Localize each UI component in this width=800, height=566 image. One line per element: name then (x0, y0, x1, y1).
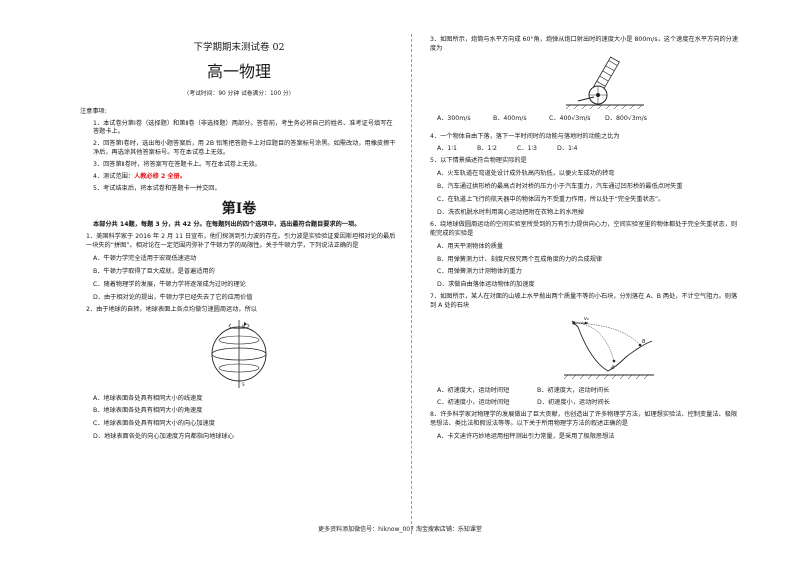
question-1-stem: 1．美国科学家于 2016 年 2 月 11 日宣布，他们探测到引力波的存在。引… (86, 233, 396, 250)
question-1-option-c: C．随着物理学的发展，牛顿力学将逐渐成为过时的理论 (93, 280, 246, 288)
question-2-option-a: A．地球表面各处具有相同大小的线速度 (93, 394, 203, 402)
exam-title: 高一物理 (206, 62, 271, 81)
volume-title: 第Ⅰ卷 (221, 200, 257, 217)
question-2-option-b: B．地球表面各处具有相同大小的角速度 (93, 407, 203, 415)
label-point-a: A (610, 365, 615, 371)
question-2-option-d: D．地球表面各处的向心加速度方向都指向地球球心 (93, 433, 234, 441)
right-column: 3．如图所示，炮筒与水平方向成 60°角，炮弹从炮口射出时的速度大小是 800m… (424, 36, 742, 441)
question-6-option-d: D．求做自由落体运动物体的加速度 (437, 281, 535, 289)
section-instruction: 本部分共 14题，每题 3 分，共 42 分。在每题列出的四个选项中，选出最符合… (93, 221, 361, 229)
question-2-option-c: C．地球表面各处具有相同大小的向心加速度 (93, 420, 215, 428)
question-4-options: A．1∶1 B．1∶2 C．1∶3 D．1∶4 (424, 145, 742, 154)
question-8-stem: 8．许多科学家对物理学的发展做出了巨大贡献，也创造出了许多物理学方法，如理想实验… (430, 411, 738, 427)
svg-text:S: S (242, 382, 245, 387)
question-4-stem: 4．一个物体自由下落，落下一半时间时的动能与落地时的动能之比为 (430, 132, 620, 140)
left-column: 下学期期末测试卷 02 高一物理 （考试时间：90 分钟 试卷满分：100 分）… (80, 36, 398, 442)
exam-subtitle: 下学期期末测试卷 02 (193, 42, 285, 53)
question-7-option-a: A．初速度大，运动时间短 (437, 386, 510, 394)
question-7-options-row-2: C．初速度小，运动时间短 D．初速度小，运动时间长 (424, 399, 742, 408)
question-3-option-d: D．800√3m/s (605, 115, 647, 123)
question-7-option-b: B．初速度大，运动时间长 (537, 386, 610, 394)
question-2-stem: 2．由于地球的自转，地球表面上各点均做匀速圆周运动，所以 (86, 305, 257, 313)
question-6-option-c: C．用弹簧测力计测物体的重力 (437, 268, 522, 276)
earth-rotation-figure: N S (211, 320, 267, 389)
notice-item-5: 5．考试结束后，将本试卷和答题卡一并交回。 (93, 185, 221, 193)
question-6-option-b: B．用弹簧测力计、刻度尺探究两个互成角度的力的合成规律 (437, 255, 603, 263)
label-point-b: B (642, 339, 646, 345)
question-6-stem: 6．绕地球做圆周运动的空间实验室所受到的万有引力提供向心力，空间实验室里的物体都… (430, 221, 738, 237)
notice-item-4-prefix: 4．测试范围： (93, 173, 135, 181)
question-5-option-c: C．在轨道上飞行的航天器中的物体因为不受重力作用，所以处于“完全失重状态”。 (437, 196, 665, 204)
notice-heading: 注意事项: (80, 107, 107, 115)
label-v0: v₀ (584, 316, 589, 322)
svg-text:N: N (242, 324, 245, 329)
notice-item-2: 2．回答第Ⅰ卷时，选出每小题答案后，用 2B 铅笔把答题卡上对应题目的答案标号涂… (93, 140, 396, 156)
question-1-option-a: A．牛顿力学完全适用于宏观低速运动 (93, 254, 197, 262)
question-3-stem: 3．如图所示，炮筒与水平方向成 60°角，炮弹从炮口射出时的速度大小是 800m… (430, 36, 739, 52)
question-7-stem: 7．如图所示，某人在対面的山坡上水平抛出两个质量不等的小石块，分别落在 A、B … (430, 293, 738, 309)
question-4-option-c: C．1∶3 (517, 145, 537, 153)
question-8-option-a: A．卡文迪许巧妙地运用扭秤测出引力常量，是采用了极限思想法 (437, 432, 615, 440)
question-3-option-b: B．400m/s (493, 115, 527, 123)
question-5-option-b: B．汽车通过拱形桥的最高点时对桥的压力小于汽车重力，汽车通过凹形桥的最低点时失重 (437, 183, 683, 191)
question-5-option-d: D．洗衣机脱水时利用离心运动把附在衣物上的水甩掉 (437, 209, 585, 217)
question-3-options: A．300m/s B．400m/s C．400√3m/s D．800√3m/s (424, 115, 742, 124)
footer-text: 更多资料添加微信号：hiknow_007 淘宝搜索店铺：乐知课堂 (318, 526, 482, 533)
question-7-option-d: D．初速度小，运动时间长 (537, 399, 610, 407)
question-7-options-row-1: A．初速度大，运动时间短 B．初速度大，运动时间长 (424, 387, 742, 396)
question-4-option-b: B．1∶2 (477, 145, 497, 153)
cannon-figure (565, 56, 644, 110)
question-3-option-c: C．400√3m/s (549, 115, 591, 123)
question-1-option-b: B．牛顿力学取得了巨大成就，是普遍适用的 (93, 267, 215, 275)
notice-item-3: 3．回答第Ⅱ卷时，将答案写在答题卡上。写在本试卷上无效。 (93, 161, 261, 169)
projectile-slope-figure: v₀ A B (563, 316, 654, 379)
question-4-option-a: A．1∶1 (437, 145, 457, 153)
column-divider (411, 34, 412, 534)
test-scope-highlight: 人教必修 2 全册。 (134, 173, 186, 181)
notice-item-1: 1．本试卷分第Ⅰ卷（选择题）和第Ⅱ卷（非选择题）两部分。答卷前，考生务必将自己的… (93, 119, 393, 136)
notice-item-4: 4．测试范围：人教必修 2 全册。 (80, 173, 398, 182)
question-1-option-d: D．由于相对论的提出，牛顿力学已经失去了它的应用价值 (93, 293, 253, 301)
question-7-option-c: C．初速度小，运动时间短 (437, 399, 510, 407)
exam-info: （考试时间：90 分钟 试卷满分：100 分） (183, 91, 295, 97)
question-3-option-a: A．300m/s (437, 115, 471, 123)
question-5-option-a: A．火车轨道在弯道处设计成外轨高内轨低，以便火车成功的转弯 (437, 170, 615, 178)
question-5-stem: 5．以下情景描述符合物理实际的是 (430, 157, 527, 165)
question-6-option-a: A．用天平测物体的质量 (437, 242, 504, 250)
question-4-option-d: D．1∶4 (557, 145, 578, 153)
